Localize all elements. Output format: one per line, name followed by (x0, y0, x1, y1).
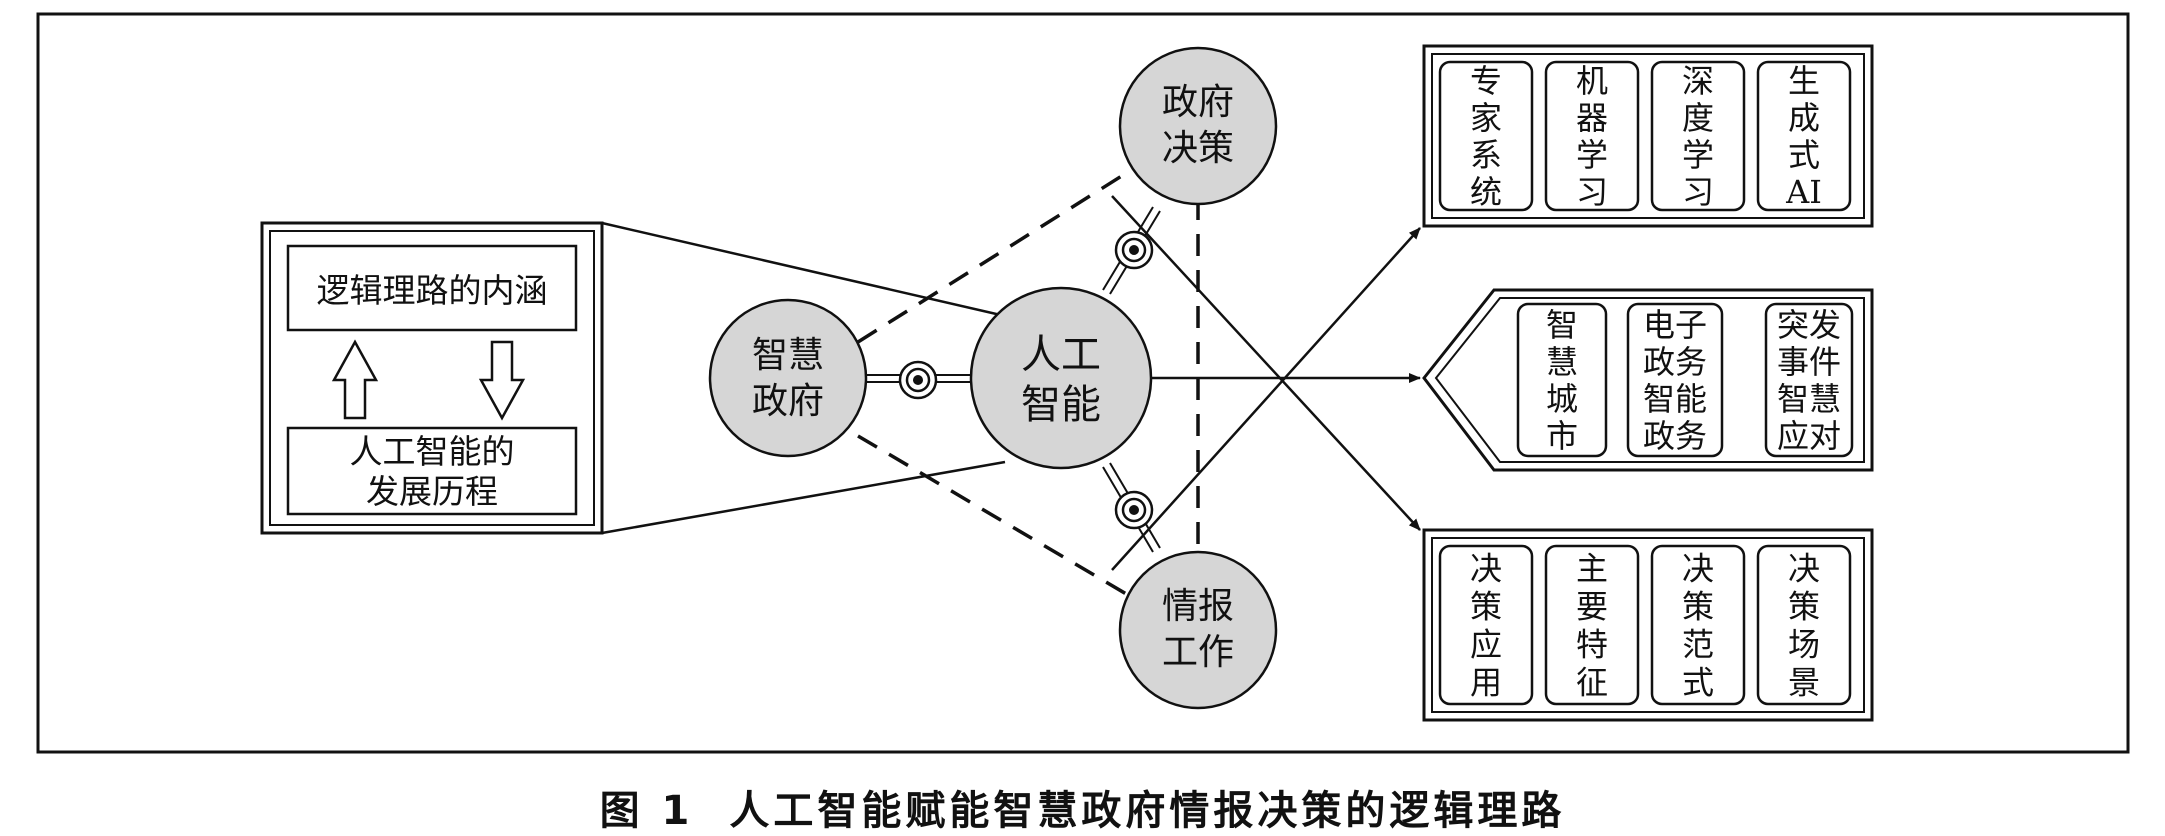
right-top-item-text: 成 (1788, 99, 1820, 137)
node-left-line1: 智慧 (752, 335, 824, 376)
right-middle-item-text: 智能 (1643, 380, 1707, 418)
right-middle-item-text: 应对 (1777, 417, 1841, 455)
right-bottom-item-text: 要 (1576, 588, 1608, 626)
right-middle-item-text: 政务 (1643, 343, 1707, 381)
right-middle-item-box (1764, 302, 1854, 458)
right-top-item-text: 专 (1470, 62, 1502, 100)
right-bottom-item-text: 主 (1576, 550, 1608, 588)
right-top-item-text: 习 (1682, 173, 1714, 211)
right-top-item-box (1438, 60, 1534, 212)
right-top-item-text: 度 (1682, 99, 1714, 137)
right-bottom-item-text: 场 (1788, 626, 1820, 664)
right-top-item-text: 统 (1470, 173, 1502, 211)
node-center-line1: 人工 (1021, 332, 1101, 378)
node-top (1118, 46, 1278, 206)
right-middle-item-box (1516, 302, 1608, 458)
right-top-item-text: 式 (1788, 136, 1820, 174)
right-top-item-text: 习 (1576, 173, 1608, 211)
bullseye-icon-bottom (1114, 490, 1154, 530)
right-top-item-text: 家 (1470, 99, 1502, 137)
outer-frame (36, 12, 2130, 754)
right-middle-item-text: 事件 (1777, 343, 1841, 381)
node-center (969, 286, 1153, 470)
right-top-item-text: 生 (1788, 62, 1820, 100)
right-top-item-text: 深 (1682, 62, 1714, 100)
right-top-item-box (1544, 60, 1640, 212)
bullseye-icon-left (898, 360, 938, 400)
connector-top (601, 221, 1006, 318)
left-panel: 逻辑理路的内涵 人工智能的 发展历程 (260, 221, 604, 535)
right-bottom-item-text: 征 (1576, 664, 1608, 702)
up-arrow-icon (331, 339, 379, 420)
right-top-item-text: 器 (1576, 99, 1608, 137)
figure-number: 图 1 (599, 788, 694, 834)
node-left (708, 298, 868, 458)
right-middle-item-text: 智慧 (1777, 380, 1841, 418)
down-arrow-icon (478, 340, 526, 421)
ai-history-label-line2: 发展历程 (366, 472, 498, 511)
right-bottom-item-text: 景 (1788, 664, 1820, 702)
node-top-line2: 决策 (1162, 128, 1234, 169)
right-middle-item-text: 政务 (1643, 417, 1707, 455)
right-bottom-item-text: 决 (1470, 550, 1502, 588)
figure-caption: 图 1 人工智能赋能智慧政府情报决策的逻辑理路 (0, 778, 2165, 836)
right-top-item-text: 机 (1576, 62, 1608, 100)
right-top-item-text: AI (1785, 173, 1822, 211)
node-bottom-line2: 工作 (1162, 632, 1234, 673)
right-bottom-item-text: 用 (1470, 664, 1502, 702)
right-middle-item-text: 市 (1546, 417, 1578, 455)
right-bottom-item-box (1438, 544, 1534, 706)
right-bottom-item-box (1544, 544, 1640, 706)
cross-line-1 (1111, 195, 1421, 531)
right-bottom-item-text: 特 (1576, 626, 1608, 664)
right-bottom-item-text: 策 (1788, 588, 1820, 626)
node-bottom-line1: 情报 (1162, 586, 1234, 627)
node-left-line2: 政府 (752, 381, 824, 422)
right-bottom-item-text: 应 (1470, 626, 1502, 664)
right-bottom-item-text: 策 (1470, 588, 1502, 626)
right-bottom-item-text: 决 (1682, 550, 1714, 588)
right-top-item-box (1756, 60, 1852, 212)
right-bottom-item-text: 策 (1682, 588, 1714, 626)
ai-history-label-line1: 人工智能的 (350, 432, 515, 471)
cross-line-2 (1111, 227, 1421, 571)
right-middle-item-text: 城 (1546, 380, 1578, 418)
right-top-item-text: 学 (1682, 136, 1714, 174)
right-bottom-item-box (1756, 544, 1852, 706)
node-center-line2: 智能 (1021, 382, 1101, 428)
right-bottom-item-text: 决 (1788, 550, 1820, 588)
right-bottom-item-text: 式 (1682, 664, 1714, 702)
right-middle-item-text: 突发 (1777, 306, 1841, 344)
right-top-item-box (1650, 60, 1746, 212)
right-bottom-item-box (1650, 544, 1746, 706)
right-middle-item-text: 慧 (1546, 343, 1578, 381)
right-middle-item-box (1626, 302, 1724, 458)
logic-connotation-label: 逻辑理路的内涵 (317, 271, 548, 310)
right-top-item-text: 系 (1470, 136, 1502, 174)
connector-bottom (601, 460, 1006, 535)
right-top-item-text: 学 (1576, 136, 1608, 174)
node-bottom (1118, 550, 1278, 710)
logic-connotation-box (286, 244, 578, 332)
right-middle-item-text: 智 (1546, 306, 1578, 344)
right-middle-item-text: 电子 (1643, 306, 1707, 344)
ai-history-box (286, 426, 578, 516)
node-top-line1: 政府 (1162, 82, 1234, 123)
figure-title: 人工智能赋能智慧政府情报决策的逻辑理路 (729, 788, 1566, 834)
right-bottom-item-text: 范 (1682, 626, 1714, 664)
bullseye-icon-top (1114, 230, 1154, 270)
